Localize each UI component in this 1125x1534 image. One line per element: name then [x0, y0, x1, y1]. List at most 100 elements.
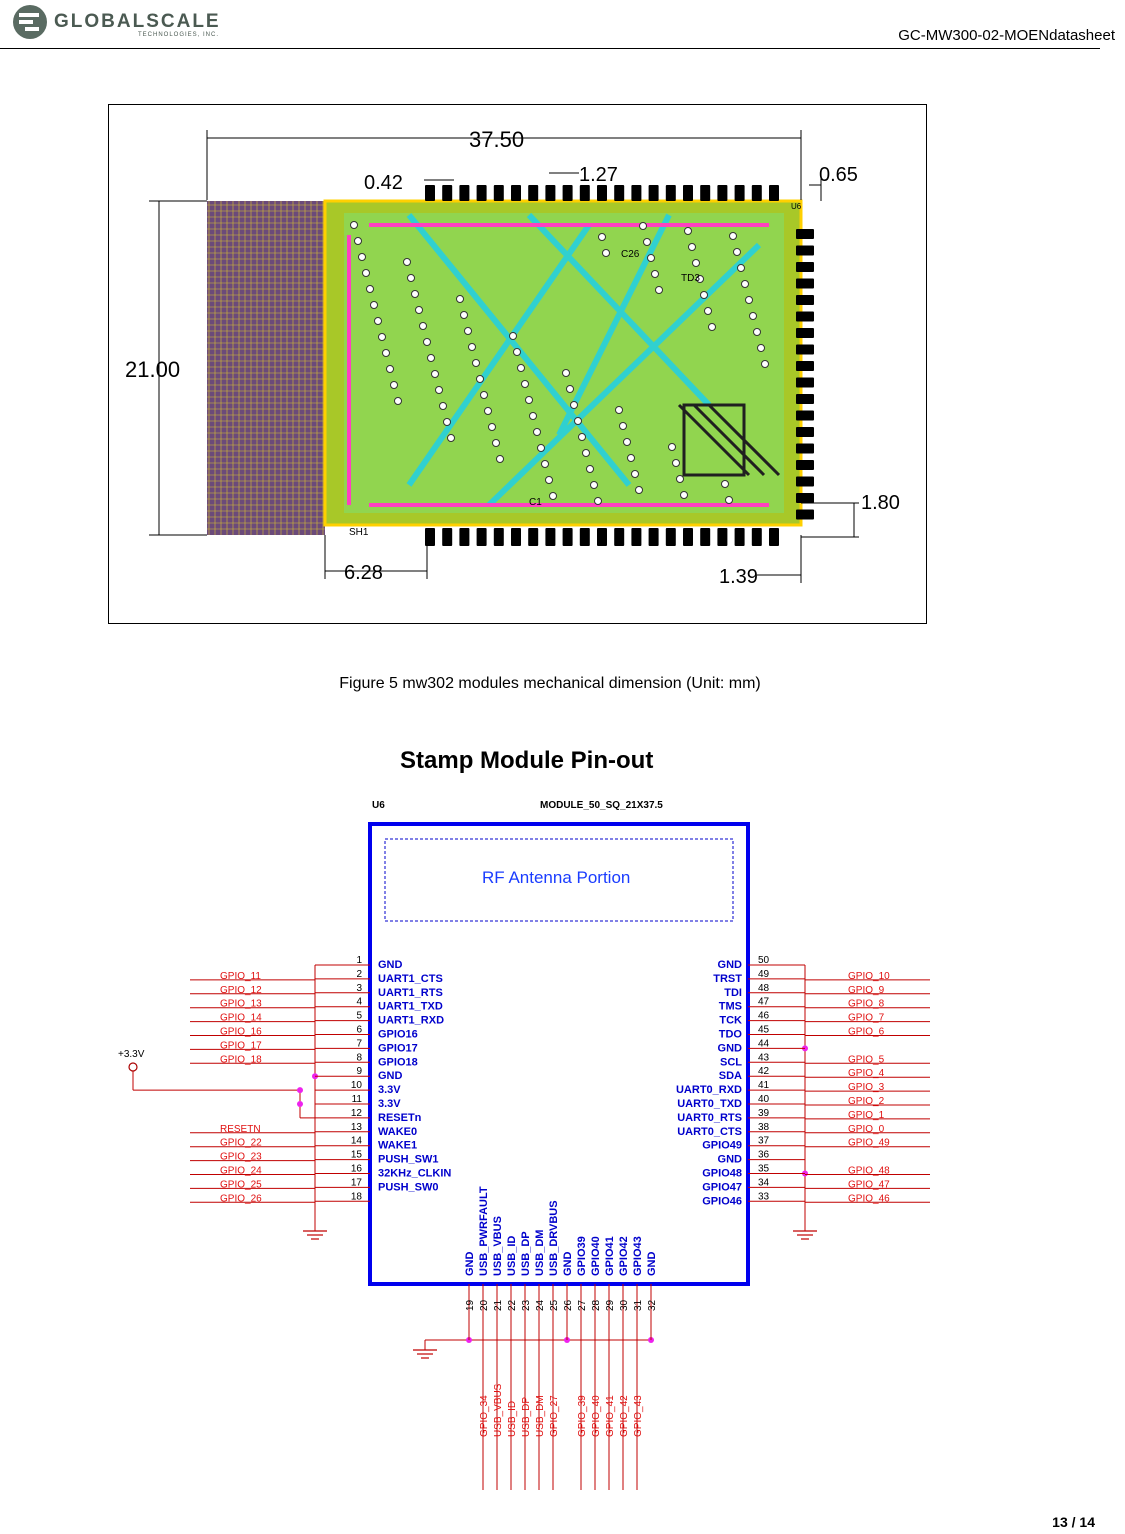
- bottom-net-label: GPIO_39: [577, 1395, 588, 1437]
- pad-bottom: [665, 528, 676, 546]
- dimension-lines: [149, 130, 859, 583]
- via: [700, 291, 708, 299]
- via: [598, 233, 606, 241]
- left-pin-name: GND: [378, 1070, 403, 1082]
- via: [394, 397, 402, 405]
- right-pin-number: 47: [758, 997, 770, 1008]
- via: [468, 343, 476, 351]
- company-logo: GLOBALSCALE TECHNOLOGIES, INC.: [13, 5, 219, 39]
- pad-right: [796, 295, 814, 305]
- via: [464, 327, 472, 335]
- via: [386, 365, 394, 373]
- via: [672, 459, 680, 467]
- bottom-pin-number: 30: [619, 1299, 630, 1311]
- dim-height: 21.00: [125, 357, 180, 382]
- via: [358, 253, 366, 261]
- via: [382, 349, 390, 357]
- pad-bottom: [648, 528, 659, 546]
- left-pin-name: PUSH_SW0: [378, 1181, 439, 1193]
- left-net-label: GPIO_11: [220, 971, 261, 982]
- via: [651, 270, 659, 278]
- pad-top: [579, 185, 590, 201]
- dim-corner: 1.39: [719, 566, 758, 588]
- right-pin-name: UART0_RTS: [677, 1112, 742, 1124]
- pad-top: [614, 185, 625, 201]
- document-title: GC-MW300-02-MOENdatasheet: [898, 27, 1115, 44]
- pad-right: [796, 229, 814, 239]
- label-u6: U6: [791, 202, 802, 211]
- via: [350, 221, 358, 229]
- left-net-label: GPIO_13: [220, 999, 262, 1010]
- pad-bottom: [528, 528, 539, 546]
- via: [639, 222, 647, 230]
- via: [541, 460, 549, 468]
- right-pin-number: 35: [758, 1164, 770, 1175]
- right-pin-name: GPIO47: [702, 1181, 742, 1193]
- right-net-label: GPIO_0: [848, 1124, 885, 1135]
- via: [525, 396, 533, 404]
- right-pin-name: SDA: [719, 1070, 742, 1082]
- pad-top: [493, 185, 504, 201]
- via: [655, 286, 663, 294]
- via: [533, 428, 541, 436]
- via: [615, 406, 623, 414]
- pad-top: [597, 185, 607, 201]
- shield-block: [682, 403, 746, 477]
- pad-bottom: [700, 528, 711, 546]
- left-pin-number: 5: [356, 1011, 362, 1022]
- bottom-net-label: GPIO_43: [633, 1395, 644, 1437]
- bottom-pin-name: USB_VBUS: [492, 1216, 504, 1276]
- right-pin-name: GPIO46: [702, 1195, 742, 1207]
- pad-right: [796, 394, 814, 404]
- pad-bottom: [717, 528, 728, 546]
- right-pin-number: 40: [758, 1094, 770, 1105]
- via: [631, 470, 639, 478]
- pad-bottom: [476, 528, 487, 546]
- right-pin-name: TDO: [719, 1029, 743, 1041]
- via: [443, 418, 451, 426]
- antenna-area: [207, 201, 325, 535]
- pad-top: [528, 185, 539, 201]
- bottom-net-label: GPIO_42: [619, 1395, 630, 1437]
- antenna-portion-label: RF Antenna Portion: [482, 868, 630, 887]
- via: [566, 385, 574, 393]
- left-pin-number: 10: [351, 1080, 363, 1091]
- via: [737, 264, 745, 272]
- pad-right: [796, 427, 814, 437]
- right-net-label: GPIO_9: [848, 985, 885, 996]
- right-pin-number: 50: [758, 955, 770, 966]
- via: [590, 481, 598, 489]
- pad-top: [734, 185, 745, 201]
- pad-bottom: [597, 528, 607, 546]
- pad-right: [796, 311, 814, 322]
- junction-dot: [297, 1101, 303, 1107]
- bottom-pin-name: GND: [464, 1252, 476, 1277]
- pad-right: [796, 328, 814, 338]
- label-c26: C26: [621, 249, 640, 260]
- via: [403, 258, 411, 266]
- pad-bottom: [579, 528, 590, 546]
- left-net-label: GPIO_16: [220, 1027, 262, 1038]
- left-pin-number: 11: [352, 1094, 363, 1105]
- via: [721, 480, 729, 488]
- bottom-pin-name: USB_DM: [534, 1230, 546, 1276]
- via: [725, 496, 733, 504]
- right-net-label: GPIO_6: [848, 1027, 885, 1038]
- bottom-net-label: USB_ID: [507, 1401, 518, 1437]
- right-pin-name: TDI: [724, 987, 742, 999]
- right-pin-number: 45: [758, 1025, 770, 1036]
- right-pin-number: 34: [758, 1177, 770, 1188]
- bottom-pin-number: 32: [647, 1299, 658, 1311]
- junction-dot: [297, 1087, 303, 1094]
- via: [513, 348, 521, 356]
- bottom-pin-number: 29: [605, 1299, 616, 1311]
- right-pin-number: 44: [758, 1038, 770, 1049]
- dim-edge: 0.65: [819, 164, 858, 186]
- via: [456, 295, 464, 303]
- via: [521, 380, 529, 388]
- right-pin-name: GPIO48: [702, 1168, 742, 1180]
- right-pin-number: 39: [758, 1108, 770, 1119]
- via: [529, 412, 537, 420]
- left-pin-name: GPIO17: [378, 1042, 418, 1054]
- pad-right: [796, 278, 814, 289]
